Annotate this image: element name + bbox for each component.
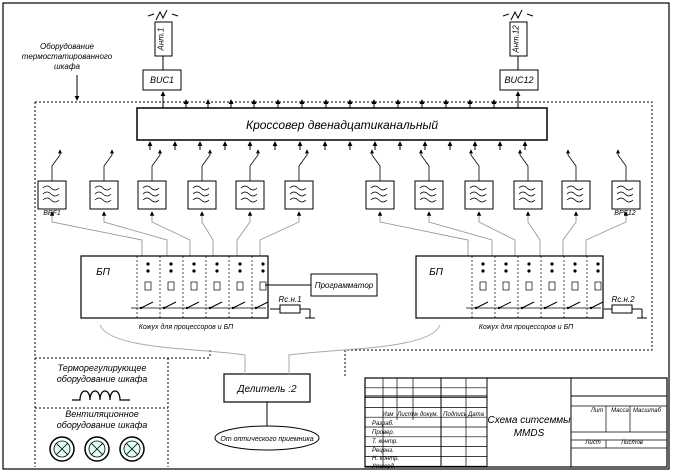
programmer-label: Программатор <box>315 281 374 290</box>
svg-text:Н. контр.: Н. контр. <box>372 456 399 462</box>
svg-text:Схема ситсеммы: Схема ситсеммы <box>487 415 571 426</box>
bp-label-right: БП <box>429 267 444 278</box>
fan-icon <box>49 436 75 462</box>
svg-text:Подпись: Подпись <box>443 412 467 418</box>
svg-text:№ докум.: № докум. <box>412 411 438 418</box>
svg-text:Реценз.: Реценз. <box>372 448 394 454</box>
thermo-label-1: Терморегулирующее <box>58 363 147 373</box>
buc1-label: BUC1 <box>150 75 174 85</box>
svg-text:Ант.1: Ант.1 <box>157 28 166 52</box>
crossover-box <box>136 107 548 141</box>
svg-text:Лист: Лист <box>396 412 412 418</box>
casing-label-right: Кожух для процессоров и БП <box>479 323 574 331</box>
divider-label: Делитель :2 <box>236 384 296 395</box>
cabinet-label: Оборудование термостатированного шкафа <box>22 42 113 71</box>
tb-izm: Изм <box>382 412 393 418</box>
svg-text:Т. контр.: Т. контр. <box>372 439 398 445</box>
processor-unit-left <box>80 255 269 319</box>
buc1-box <box>142 69 182 91</box>
signal-routing <box>49 211 629 256</box>
fans <box>49 436 145 462</box>
svg-text:Листов: Листов <box>620 440 643 446</box>
fan-icon <box>84 436 110 462</box>
rsn-2: Rс.н.2 <box>604 295 647 319</box>
svg-text:термостатированного: термостатированного <box>22 52 113 61</box>
svg-text:Провер.: Провер. <box>372 430 394 436</box>
crossover-inputs <box>147 141 528 150</box>
svg-text:Ант.12: Ант.12 <box>512 25 521 54</box>
svg-text:Rс.н.1: Rс.н.1 <box>278 295 301 304</box>
svg-text:Разраб.: Разраб. <box>372 421 394 427</box>
receiver-ellipse <box>214 425 320 451</box>
svg-text:MMDS: MMDS <box>514 428 545 439</box>
receiver-label: От оптического приемника <box>220 436 313 443</box>
buc12-box <box>499 69 539 91</box>
crossover-outputs <box>160 91 521 108</box>
heater-coil-icon <box>72 390 130 401</box>
cabinet-border <box>34 101 653 467</box>
svg-text:Rс.н.2: Rс.н.2 <box>611 295 635 304</box>
vent-label-2: оборудование шкафа <box>57 420 147 430</box>
antenna-1: Ант.1 <box>147 9 179 57</box>
svg-text:Масса: Масса <box>611 408 629 414</box>
thermo-label-2: оборудование шкафа <box>57 374 147 384</box>
title-block: Изм Лист № докум. Подпись Дата Разраб. П… <box>364 377 668 470</box>
svg-text:Дата: Дата <box>467 412 484 418</box>
svg-text:Масштаб: Масштаб <box>633 408 662 414</box>
svg-text:Утверд.: Утверд. <box>371 464 396 470</box>
svg-text:Оборудование: Оборудование <box>40 42 95 51</box>
fan-icon <box>119 436 145 462</box>
rsn-1: Rс.н.1 <box>270 295 315 319</box>
svg-text:Лит: Лит <box>590 408 603 414</box>
svg-text:Лист: Лист <box>584 440 600 446</box>
processor-unit-right <box>415 255 604 319</box>
casing-label-left: Кожух для процессоров и БП <box>139 323 234 331</box>
bpf12-label: BPF12 <box>614 210 636 217</box>
crossover-label: Кроссовер двенадцатиканальный <box>246 118 438 132</box>
bpf-filters <box>37 149 641 210</box>
svg-text:шкафа: шкафа <box>54 62 81 71</box>
antenna-12: Ант.12 <box>502 9 534 57</box>
vent-label-1: Вентиляционное <box>65 409 138 419</box>
bp-label-left: БП <box>96 267 111 278</box>
buc12-label: BUC12 <box>504 75 533 85</box>
